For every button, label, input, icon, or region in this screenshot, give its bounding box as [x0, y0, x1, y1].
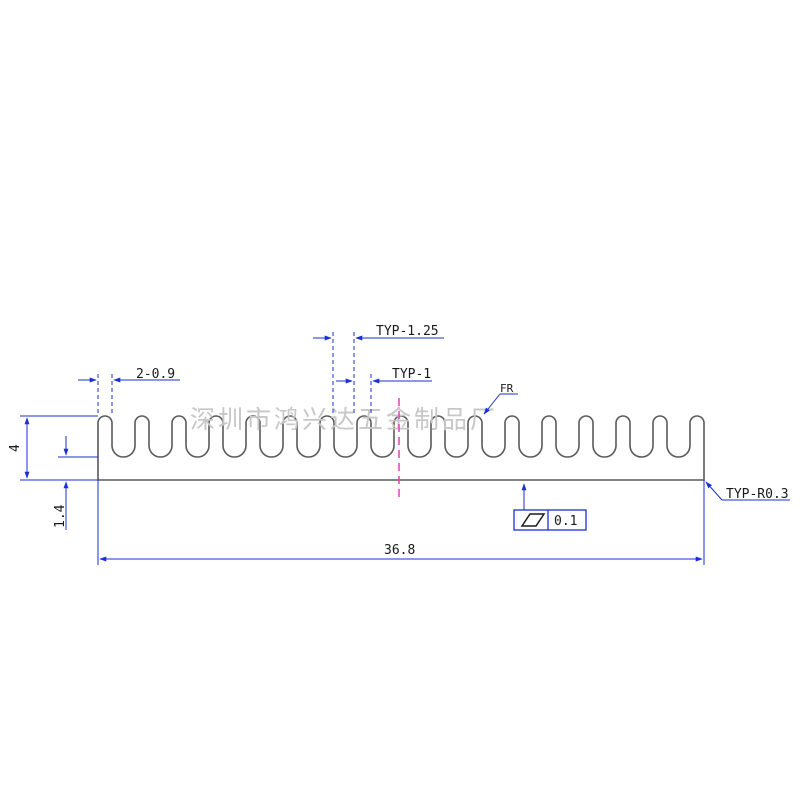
dimension-overall-width: 36.8: [97, 480, 705, 565]
dimension-fin-gap: TYP-1: [336, 367, 432, 414]
flatness-tolerance-label: 0.1: [554, 514, 577, 529]
dimension-fin-pitch: TYP-1.25: [313, 324, 444, 414]
dimension-base-thickness-label: 1.4: [53, 504, 68, 528]
watermark-text: 深圳市鸿兴达五金制品厂: [190, 405, 498, 434]
dimension-base-thickness: 1.4: [53, 436, 98, 530]
dimension-fin-pitch-label: TYP-1.25: [376, 324, 439, 339]
dimension-height: 4: [8, 415, 98, 481]
annotation-fin-tip-radius: FR: [483, 382, 518, 415]
dimension-end-fin-width: 2-0.9: [78, 367, 180, 414]
annotation-corner-radius: TYP-R0.3: [705, 481, 790, 502]
dimension-fin-gap-label: TYP-1: [392, 367, 431, 382]
flatness-tolerance-frame: 0.1: [513, 483, 587, 531]
annotation-corner-radius-label: TYP-R0.3: [726, 487, 789, 502]
flatness-parallelogram-icon: [520, 513, 546, 527]
annotation-fin-tip-radius-label: FR: [500, 382, 514, 395]
dimension-height-label: 4: [8, 444, 23, 452]
dimension-overall-width-label: 36.8: [384, 543, 415, 558]
heatsink-profile-outline: [97, 415, 705, 481]
dimension-end-fin-width-label: 2-0.9: [136, 367, 175, 382]
